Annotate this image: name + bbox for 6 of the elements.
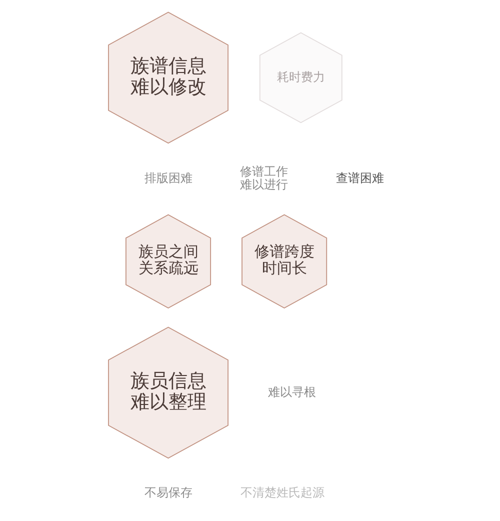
label: 修谱工作难以进行 xyxy=(240,164,288,192)
label: 不易保存 xyxy=(144,485,192,500)
label: 查谱困难 xyxy=(336,171,384,186)
label: 排版困难 xyxy=(144,171,192,186)
label: 难以寻根 xyxy=(268,384,316,399)
label: 不清楚姓氏起源 xyxy=(240,485,324,500)
